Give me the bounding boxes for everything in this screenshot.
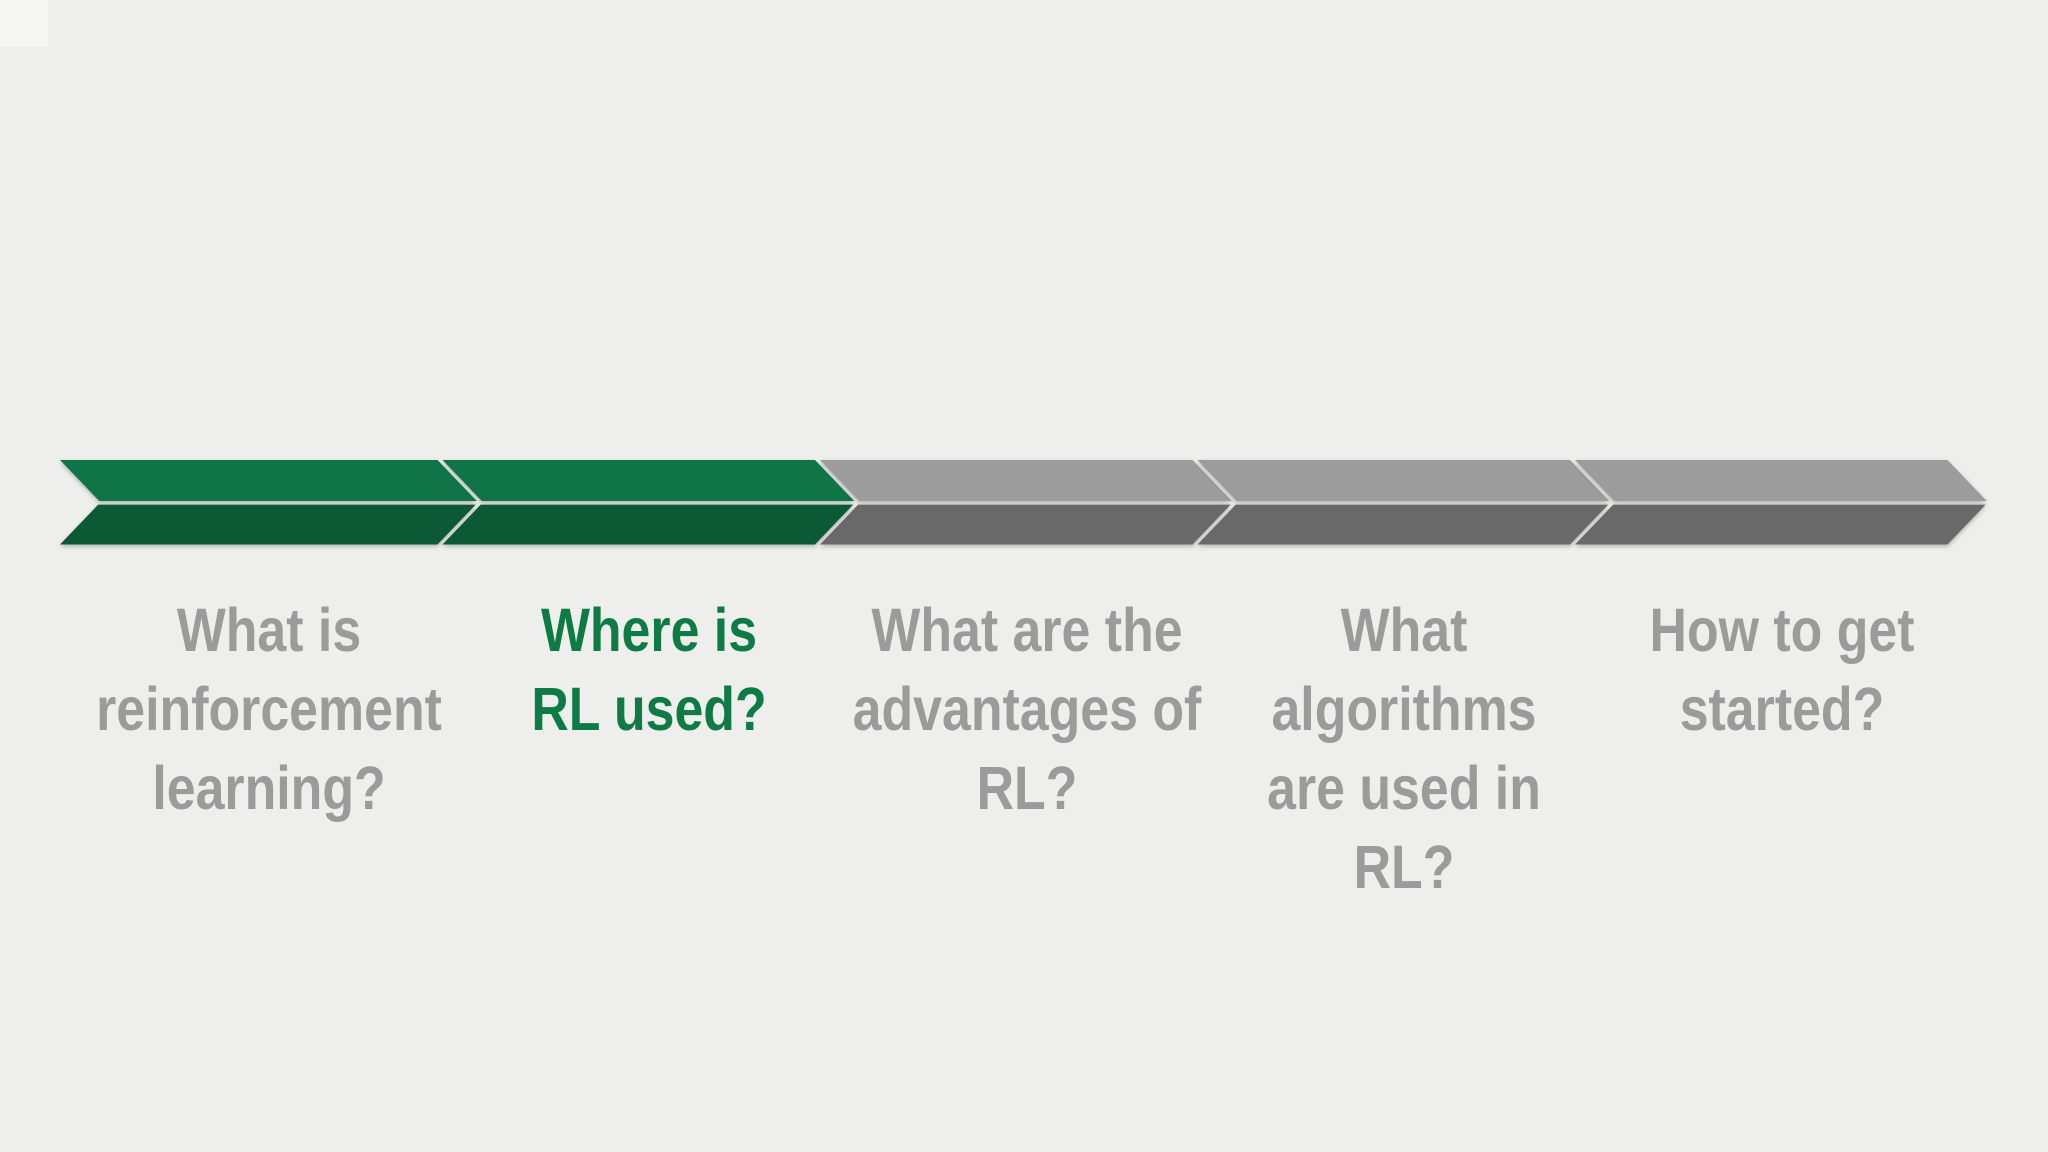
chevron-4-bottom — [1197, 504, 1609, 545]
chevron-3-top — [820, 460, 1232, 501]
step-label-3: What are the advantages of RL? — [852, 596, 1201, 822]
step-label-2: Where is RL used? — [531, 596, 767, 743]
chevron-2-bottom — [442, 504, 854, 545]
step-label-4: What algorithms are used in RL? — [1267, 596, 1541, 901]
chevron-1-bottom — [60, 504, 476, 545]
chevron-2-top — [442, 460, 855, 501]
chevron-1-top — [60, 460, 477, 501]
step-label-5: How to get started? — [1649, 596, 1914, 743]
step-label-1: What is reinforcement learning? — [96, 596, 442, 822]
chevron-5-bottom — [1575, 504, 1986, 545]
chevron-4-top — [1197, 460, 1610, 501]
corner-light-patch — [0, 0, 48, 47]
chevron-3-bottom — [820, 504, 1231, 545]
chevron-5-top — [1575, 460, 1987, 501]
